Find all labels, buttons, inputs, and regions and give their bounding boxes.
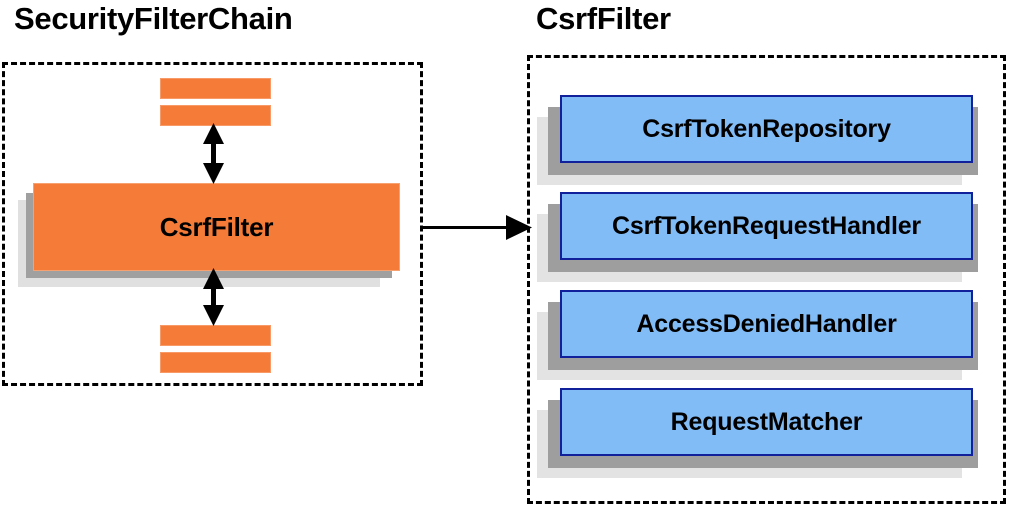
filter-bar-top-2[interactable] [160, 105, 271, 126]
csrf-filter-panel [527, 55, 1006, 504]
component-node-request-matcher[interactable]: RequestMatcher [537, 388, 986, 478]
component-node-csrf-token-request-handler[interactable]: CsrfTokenRequestHandler [537, 192, 986, 282]
page-title-security-filter-chain: SecurityFilterChain [14, 1, 293, 36]
expand-arrow-icon [422, 215, 532, 240]
filter-bar-bottom-2[interactable] [160, 352, 271, 373]
filter-bar-top-1[interactable] [160, 78, 271, 99]
csrf-filter-node[interactable]: CsrfFilter [18, 183, 400, 287]
page-title-csrf-filter: CsrfFilter [536, 1, 671, 36]
component-label: CsrfTokenRepository [642, 114, 891, 143]
component-label: AccessDeniedHandler [636, 309, 897, 338]
component-label: RequestMatcher [670, 407, 863, 436]
component-node-csrf-token-repository[interactable]: CsrfTokenRepository [537, 95, 986, 185]
component-box[interactable]: CsrfTokenRepository [560, 95, 973, 163]
component-box[interactable]: RequestMatcher [560, 388, 973, 456]
component-box[interactable]: CsrfTokenRequestHandler [560, 192, 973, 260]
csrf-filter-box-label: CsrfFilter [159, 211, 274, 242]
component-label: CsrfTokenRequestHandler [612, 211, 921, 240]
csrf-filter-box[interactable]: CsrfFilter [33, 183, 400, 271]
security-filter-chain-panel [2, 62, 423, 386]
component-box[interactable]: AccessDeniedHandler [560, 290, 973, 358]
component-node-access-denied-handler[interactable]: AccessDeniedHandler [537, 290, 986, 380]
filter-bar-bottom-1[interactable] [160, 325, 271, 346]
